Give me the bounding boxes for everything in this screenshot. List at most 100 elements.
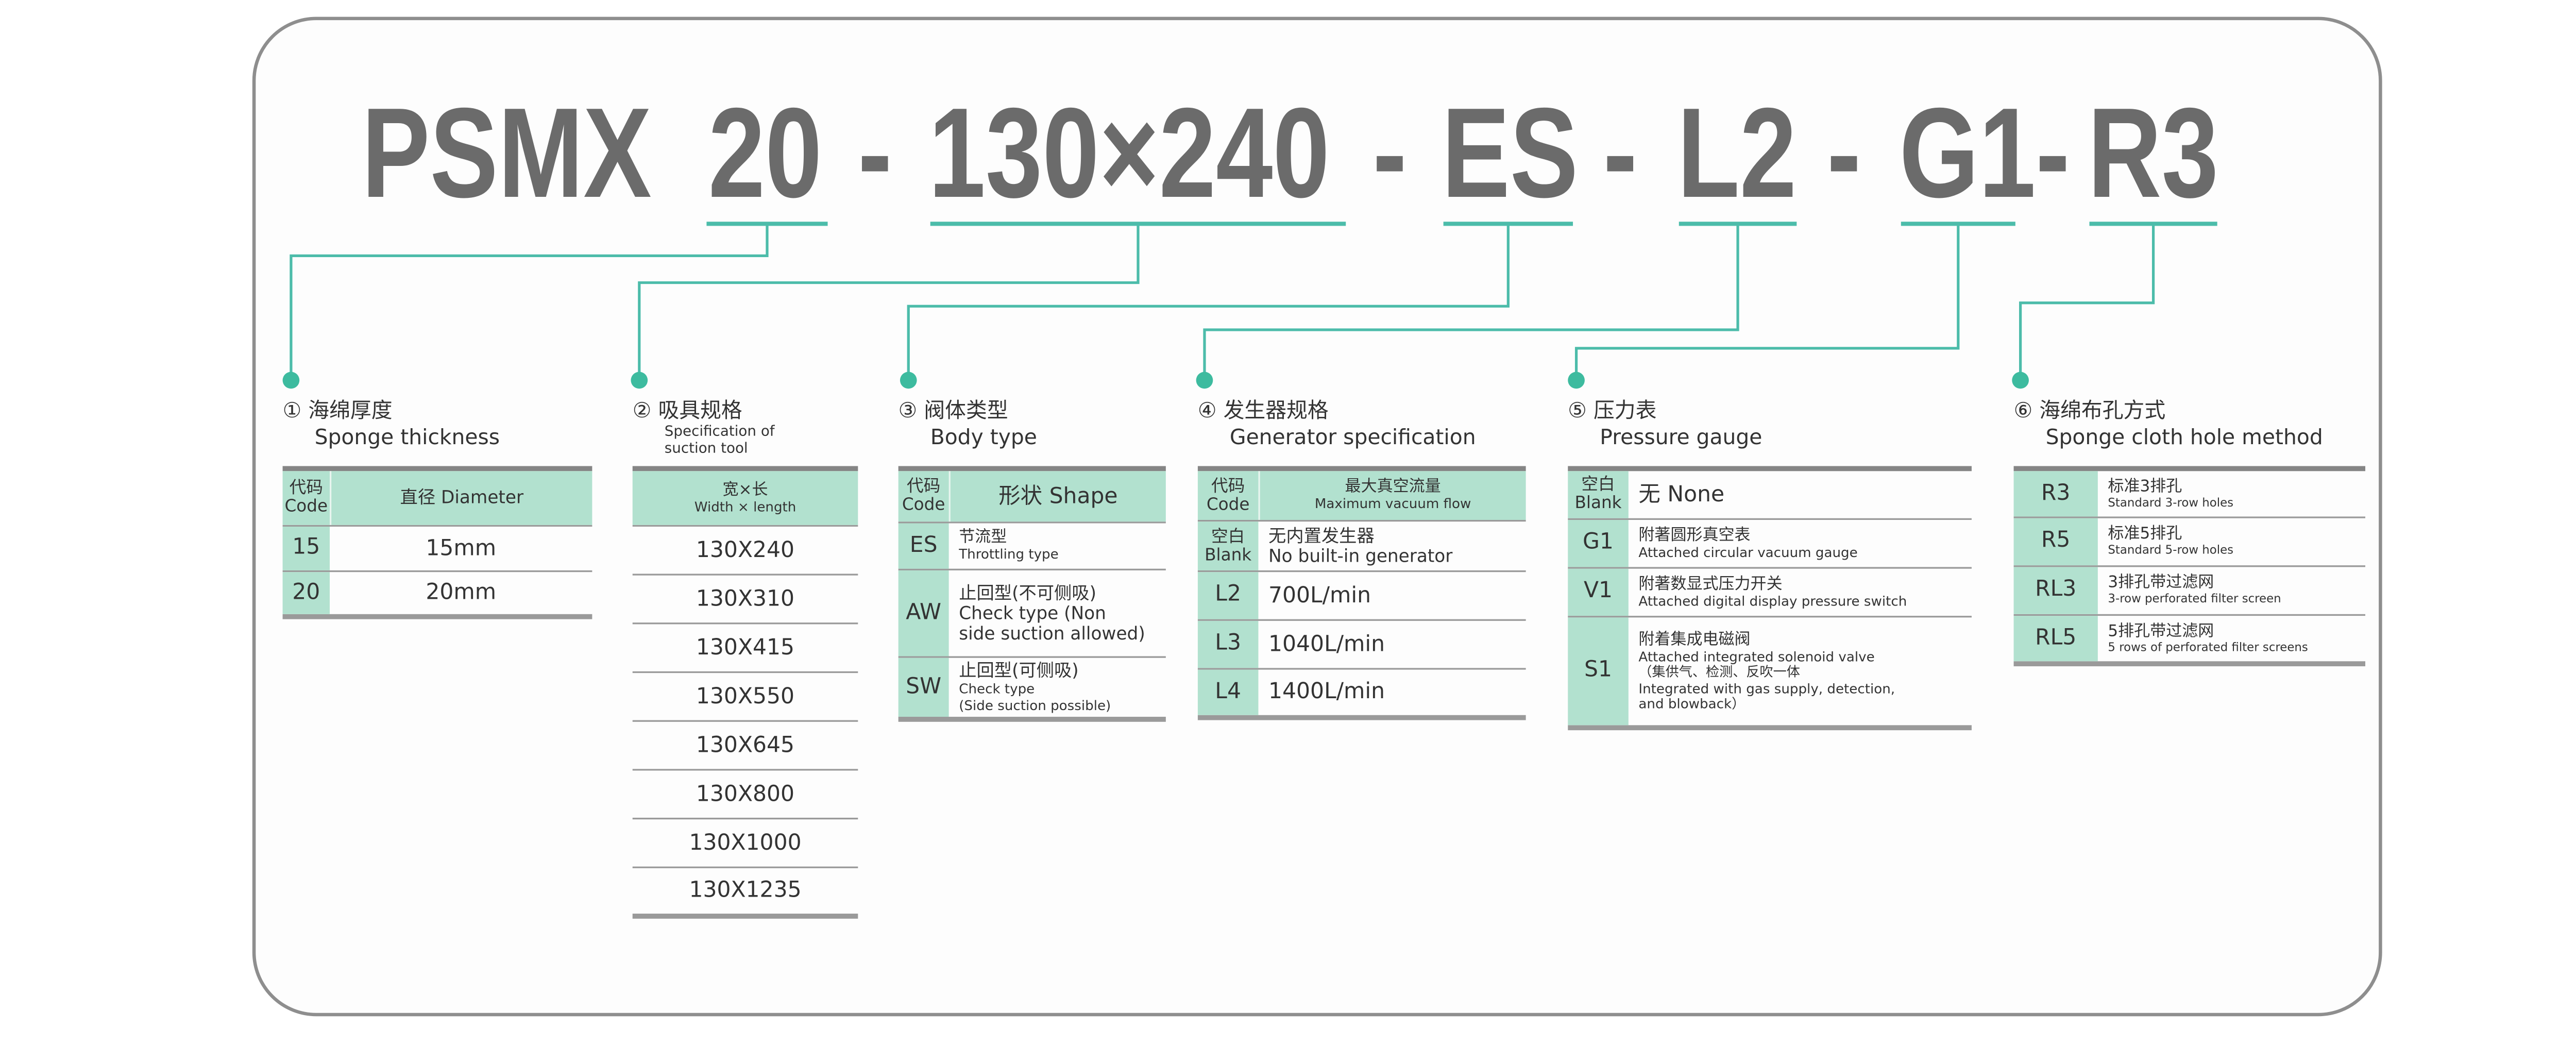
code-value: RL3	[2035, 577, 2077, 602]
separator: -	[1372, 82, 1407, 226]
header-text: 最大真空流量	[1345, 478, 1441, 497]
description-text: 130X645	[696, 733, 795, 759]
description-cell: 130X645	[633, 722, 858, 769]
section-title-zh: 吸具规格	[658, 397, 742, 423]
code-cell: RL3	[2013, 567, 2098, 614]
table-row: L3 1040L/min	[1197, 620, 1526, 670]
code-cell: R3	[2013, 471, 2098, 517]
code-value: 20	[292, 579, 320, 605]
section-title-zh: 海绵布孔方式	[2039, 397, 2166, 423]
table-row: 130X415	[632, 624, 858, 673]
table-row: L2 700L/min	[1197, 572, 1526, 621]
code-value: L2	[1215, 582, 1241, 608]
description-text: and blowback）	[1638, 696, 1745, 712]
section-title-zh: 压力表	[1593, 397, 1657, 423]
description-cell: 15mm	[330, 527, 592, 570]
code-value: R3	[2041, 480, 2071, 506]
description-cell: 130X1000	[633, 819, 858, 866]
connector-dot	[1196, 372, 1213, 389]
code-label: Blank	[1574, 494, 1622, 513]
code-value: AW	[906, 600, 941, 626]
code-value: L3	[1215, 631, 1241, 656]
description-text: Throttling type	[959, 547, 1059, 563]
description-text: 5排孔带过滤网	[2108, 622, 2214, 641]
code-value: R5	[2041, 528, 2071, 554]
code-value: L4	[1215, 679, 1241, 704]
description-cell: 无 None	[1629, 471, 1972, 518]
code-cell: 20	[282, 572, 330, 614]
code-label: Blank	[1205, 546, 1252, 565]
description-text: 1040L/min	[1268, 632, 1385, 658]
code-cell: L2	[1197, 572, 1259, 619]
section-title-zh: 发生器规格	[1223, 397, 1329, 423]
description-text: Attached circular vacuum gauge	[1638, 545, 1858, 560]
code-segment: L2	[1677, 82, 1797, 226]
section-title-en: Pressure gauge	[1600, 424, 1762, 449]
table-row: 130X310	[632, 576, 858, 625]
code-cell: 15	[282, 527, 330, 570]
description-text: 止回型(不可侧吸)	[959, 583, 1097, 603]
section-title-en: Specification of suction tool	[664, 424, 775, 457]
description-cell: 1400L/min	[1258, 670, 1526, 715]
code-label: 代码	[906, 478, 941, 497]
header-text: Width × length	[694, 499, 796, 515]
connector-line	[638, 224, 1140, 380]
code-cell: SW	[898, 658, 949, 717]
code-value: SW	[906, 673, 942, 699]
description-text: 1400L/min	[1268, 680, 1385, 705]
code-cell: AW	[898, 570, 949, 656]
description-text: Attached integrated solenoid valve	[1638, 648, 1875, 664]
description-cell: 130X800	[633, 771, 858, 818]
section-title-en: Sponge thickness	[314, 424, 500, 449]
table-row: 130X550	[632, 673, 858, 722]
code-cell: R5	[2013, 518, 2098, 566]
description-text: 无 None	[1638, 482, 1725, 508]
header-text: 宽×长	[722, 481, 768, 499]
description-cell: 20mm	[330, 572, 592, 614]
table-row: 130X645	[632, 722, 858, 771]
description-text: No built-in generator	[1268, 546, 1453, 566]
description-text: 5 rows of perforated filter screens	[2108, 641, 2308, 654]
description-text: 130X415	[696, 635, 795, 661]
code-segment: 130×240	[928, 82, 1330, 226]
separator: -	[1603, 82, 1637, 226]
description-text: 附著圆形真空表	[1638, 526, 1751, 545]
description-text: 标准3排孔	[2108, 477, 2182, 496]
code-segment: 20	[708, 82, 822, 226]
connector-dot	[1568, 372, 1585, 389]
description-text: Check type	[959, 681, 1035, 697]
description-text: 700L/min	[1268, 583, 1371, 609]
header-text: Maximum vacuum flow	[1314, 497, 1471, 512]
code-cell: G1	[1568, 519, 1629, 567]
connector-dot	[282, 372, 300, 389]
section-number: ⑥	[2013, 397, 2033, 423]
description-text: 止回型(可侧吸)	[959, 661, 1079, 682]
section-number: ④	[1197, 397, 1217, 423]
description-text: 130X1235	[689, 878, 802, 904]
